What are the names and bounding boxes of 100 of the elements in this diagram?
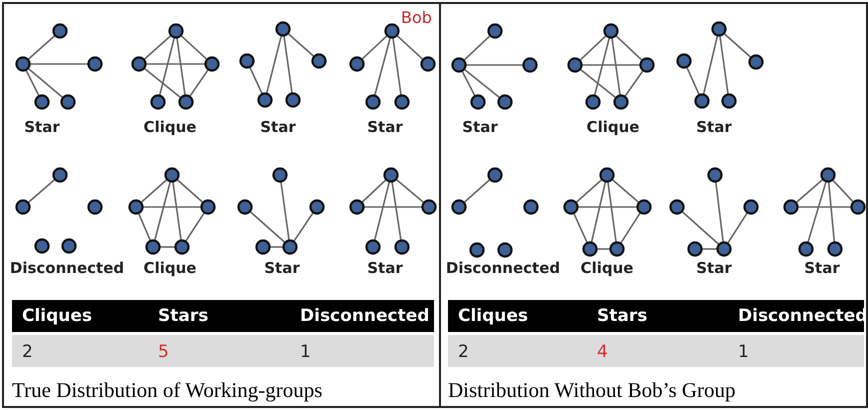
connector-line	[190, 70, 208, 96]
group-type-label: Star	[367, 118, 403, 136]
network-node	[743, 199, 759, 215]
network-node	[255, 239, 271, 255]
network-node	[52, 23, 68, 39]
network-node	[257, 92, 273, 108]
connector-line	[144, 68, 181, 98]
connector-line	[146, 63, 204, 65]
network-node	[164, 167, 180, 183]
network-node	[487, 167, 503, 183]
network-node	[34, 238, 50, 254]
group-type-label: Clique	[144, 259, 196, 277]
table-cell: 2	[458, 342, 469, 362]
network-node	[487, 23, 503, 39]
connector-line	[607, 182, 617, 242]
network-node	[200, 199, 216, 215]
connector-line	[294, 212, 314, 242]
table-cell: 2	[22, 342, 33, 362]
network-node	[567, 57, 583, 73]
connector-line	[249, 67, 263, 94]
network-node	[420, 56, 436, 72]
network-node	[451, 199, 467, 215]
network-node	[694, 93, 710, 109]
network-node	[798, 241, 814, 257]
network-node	[451, 57, 467, 73]
network-node	[716, 241, 732, 257]
group-type-label: Star	[24, 118, 60, 136]
network-node	[721, 93, 737, 109]
connector-line	[724, 33, 751, 58]
group-type-label: Star	[264, 259, 300, 277]
caption: Distribution Without Bob’s Group	[448, 378, 736, 402]
network-node	[365, 239, 381, 255]
connector-line	[715, 182, 724, 242]
table-cell: 5	[158, 342, 169, 362]
connector-line	[620, 212, 641, 244]
group-type-label: Star	[804, 259, 840, 277]
connector-line	[828, 182, 836, 242]
network-node	[676, 53, 692, 69]
network-node	[497, 242, 513, 258]
network-node	[52, 167, 68, 183]
connector-line	[144, 35, 171, 60]
network-node	[470, 94, 486, 110]
network-node	[15, 199, 31, 215]
connector-line	[578, 206, 636, 208]
network-node	[599, 167, 615, 183]
network-node	[669, 199, 685, 215]
connector-line	[464, 69, 500, 98]
connector-line	[796, 179, 823, 203]
network-node	[609, 241, 625, 257]
connector-line	[807, 182, 827, 242]
network-node	[272, 167, 288, 183]
connector-line	[160, 246, 174, 248]
connector-line	[392, 38, 402, 95]
network-node	[384, 23, 400, 39]
network-node	[365, 94, 381, 110]
connector-line	[580, 36, 606, 60]
connector-line	[144, 206, 200, 208]
connector-line	[612, 179, 639, 203]
table-header-cell: Disconnected	[738, 306, 868, 326]
network-node	[639, 57, 655, 73]
table-header-cell: Stars	[158, 306, 208, 326]
network-node	[87, 56, 103, 72]
connector-line	[177, 179, 203, 203]
network-node	[239, 53, 255, 69]
connector-line	[464, 36, 490, 60]
network-node	[585, 94, 601, 110]
connector-line	[141, 179, 167, 203]
connector-line	[719, 36, 729, 94]
connector-line	[185, 212, 205, 242]
network-node	[131, 56, 147, 72]
connector-line	[172, 182, 182, 240]
connector-line	[616, 36, 642, 60]
network-node	[687, 241, 703, 257]
connector-line	[374, 38, 391, 95]
network-node	[204, 56, 220, 72]
table-header-cell: Cliques	[22, 306, 92, 326]
network-node	[563, 199, 579, 215]
connector-line	[573, 214, 588, 242]
connector-line	[364, 206, 422, 208]
connector-line	[391, 182, 402, 240]
connector-line	[154, 182, 171, 240]
connector-line	[580, 69, 616, 98]
connector-line	[702, 36, 718, 94]
connector-line	[798, 206, 850, 208]
network-node	[349, 199, 365, 215]
network-node	[523, 199, 539, 215]
group-type-label: Clique	[586, 118, 640, 136]
network-node	[61, 238, 77, 254]
network-node	[174, 239, 190, 255]
table-header-cell: Disconnected	[300, 306, 430, 326]
network-node	[275, 21, 291, 37]
connector-line	[624, 70, 644, 96]
connector-line	[397, 35, 423, 60]
network-node	[15, 56, 31, 72]
network-node	[820, 167, 836, 183]
network-node	[522, 57, 538, 73]
connector-line	[250, 211, 285, 243]
connector-line	[464, 179, 490, 203]
connector-line	[181, 35, 207, 60]
network-node	[603, 23, 619, 39]
